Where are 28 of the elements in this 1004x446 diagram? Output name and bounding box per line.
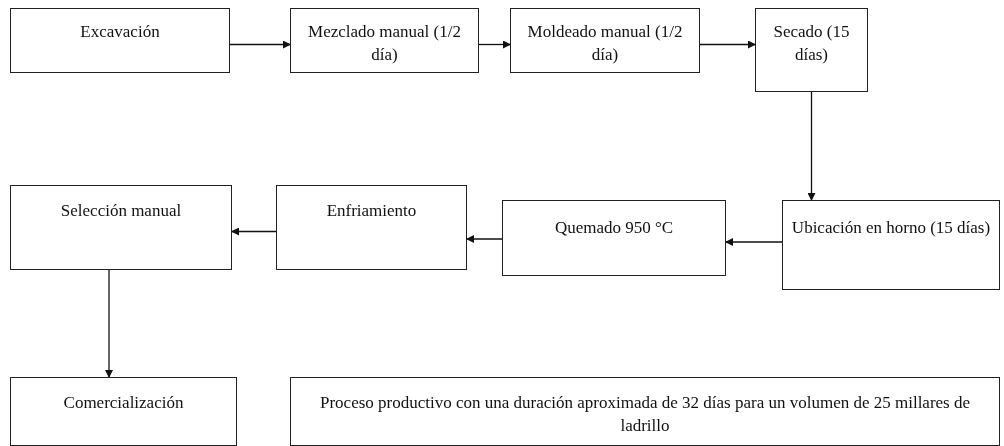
arrow [229,40,291,49]
box-label: Mezclado manual (1/2 día) [307,21,462,66]
box-label: Moldeado manual (1/2 día) [526,21,684,66]
process-box [276,185,467,270]
box-label: Enfriamiento [326,200,417,222]
box-label: Comercialización [63,392,184,414]
process-box [290,377,1000,446]
box-label: Quemado 950 °C [554,217,674,239]
process-box [502,200,726,276]
box-label: Excavación [80,21,160,43]
process-box [10,185,232,270]
process-box [755,8,868,92]
box-label: Selección manual [60,200,182,222]
arrow [807,91,816,201]
arrow [466,235,503,243]
arrow [699,40,756,49]
arrow [478,40,511,49]
arrow [105,269,113,378]
process-box [782,200,1000,290]
arrow [725,238,783,246]
box-label: Proceso productivo con una duración aproximada de 32 días para un volumen de 25 millares de ladrillo [318,392,972,437]
arrow [231,227,277,236]
process-box [10,377,237,446]
process-box [10,8,230,73]
box-label: Ubicación en horno (15 días) [791,217,991,239]
process-box [510,8,700,73]
process-box [290,8,479,73]
box-label: Secado (15 días) [772,21,851,66]
